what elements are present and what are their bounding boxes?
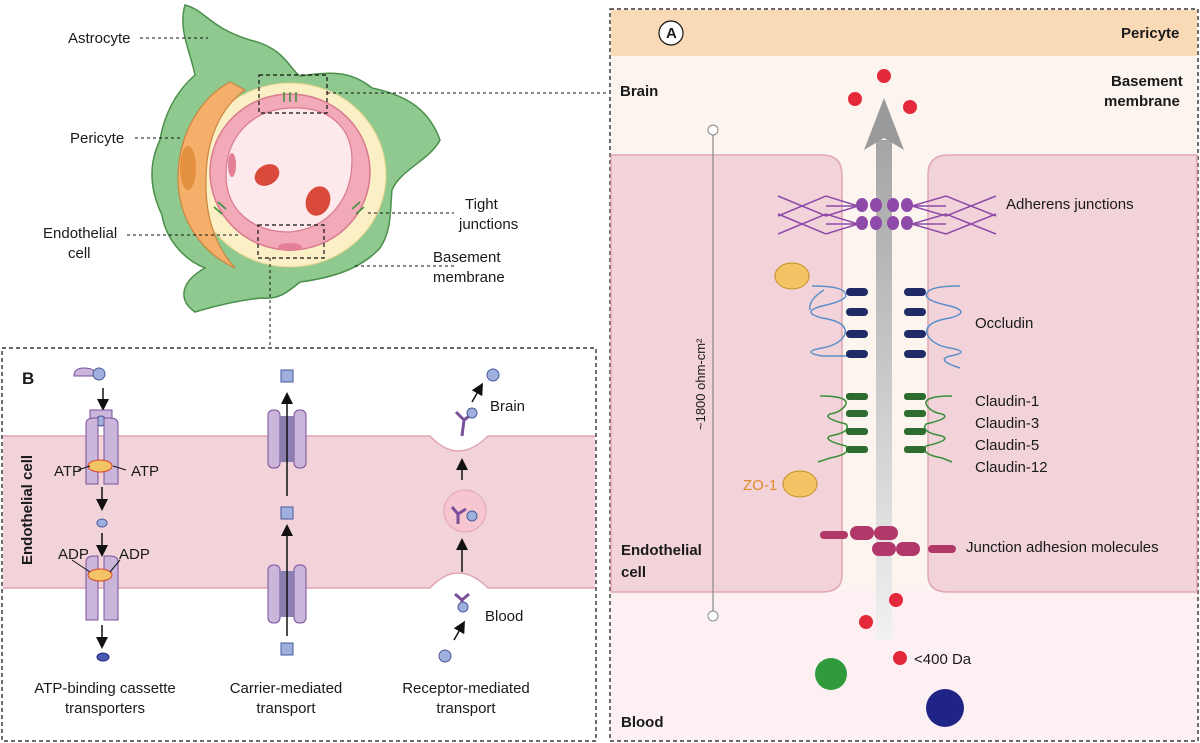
label-tight-2: junctions (458, 216, 518, 233)
caption-abc-2: transporters (65, 700, 145, 717)
tight-junction-marks (213, 92, 365, 215)
large-molecule-green (815, 658, 847, 690)
occludin (809, 285, 962, 369)
label-pericyte: Pericyte (70, 130, 124, 147)
label-resistance: ~1800 ohm-cm² (693, 338, 708, 430)
label-basement-a-1: Basement (1111, 73, 1183, 90)
panel-b: B Endothelial cell ATP ATP (1, 347, 597, 742)
label-astrocyte: Astrocyte (68, 30, 131, 47)
endothelial-cell-left (610, 154, 843, 593)
endothelial-cell-right (927, 154, 1198, 593)
label-basement-1: Basement (433, 249, 501, 266)
label-endothelial-a-1: Endothelial (621, 542, 702, 559)
pericyte-nucleus (180, 146, 196, 190)
caption-carrier-1: Carrier-mediated (230, 680, 343, 697)
label-basement-2: membrane (433, 269, 505, 286)
label-endothelial-2: cell (68, 245, 91, 262)
label-blood-a: Blood (621, 714, 664, 731)
label-adp-right: ADP (119, 546, 150, 563)
label-claudin-5: Claudin-5 (975, 437, 1039, 454)
panel-b-letter: B (22, 369, 34, 388)
label-claudin-1: Claudin-1 (975, 393, 1039, 410)
label-occludin: Occludin (975, 315, 1033, 332)
pericyte-shape (177, 81, 247, 269)
label-size: <400 Da (914, 651, 972, 668)
label-claudin-3: Claudin-3 (975, 415, 1039, 432)
zo1-lower (782, 470, 818, 498)
resistance-bar-cap (707, 610, 719, 622)
label-brain-b: Brain (490, 398, 525, 415)
caption-carrier-2: transport (256, 700, 316, 717)
label-endothelial-b: Endothelial cell (19, 455, 36, 565)
pericyte-band (611, 10, 1197, 56)
abc-transporter (71, 367, 127, 662)
label-blood-b: Blood (485, 608, 523, 625)
panel-a-letter: A (666, 25, 677, 42)
endothelial-band (3, 436, 595, 588)
label-basement-a-2: membrane (1104, 93, 1180, 110)
label-atp-right: ATP (131, 463, 159, 480)
label-claudin-12: Claudin-12 (975, 459, 1048, 476)
label-adherens: Adherens junctions (1006, 196, 1134, 213)
label-endothelial-a-2: cell (621, 564, 646, 581)
nucleus (228, 153, 236, 177)
caption-receptor-1: Receptor-mediated (402, 680, 530, 697)
label-pericyte-a: Pericyte (1121, 25, 1179, 42)
vessel-cross-section (151, 4, 441, 313)
large-molecule-navy (926, 689, 964, 727)
resistance-bar-cap (707, 124, 719, 136)
paracellular-arrow-shaft (876, 140, 892, 640)
zo1-upper (774, 262, 810, 290)
junction-adhesion-molecules (820, 526, 956, 556)
small-molecules (848, 69, 917, 665)
panel-a-badge (658, 20, 684, 46)
blood-region (611, 590, 1197, 740)
panel-a: A Pericyte Brain Basement membrane ~1800… (609, 8, 1199, 742)
paracellular-arrow-head (864, 98, 904, 150)
label-jam: Junction adhesion molecules (966, 539, 1159, 556)
nucleus (278, 243, 302, 251)
caption-receptor-2: transport (436, 700, 496, 717)
adherens-junctions (777, 195, 997, 235)
claudins (817, 393, 953, 463)
caption-abc-1: ATP-binding cassette (34, 680, 175, 697)
rbc (254, 164, 280, 186)
leader-lines-top (127, 37, 608, 347)
label-atp-left: ATP (54, 463, 82, 480)
receptor-transport (438, 368, 500, 663)
carrier-transporter (267, 369, 307, 656)
label-zo1: ZO-1 (743, 477, 777, 494)
label-adp-left: ADP (58, 546, 89, 563)
rbc (305, 186, 331, 216)
label-brain-a: Brain (620, 83, 658, 100)
zoom-box-top (258, 74, 328, 114)
label-tight-1: Tight (465, 196, 499, 213)
label-endothelial-1: Endothelial (43, 225, 117, 242)
